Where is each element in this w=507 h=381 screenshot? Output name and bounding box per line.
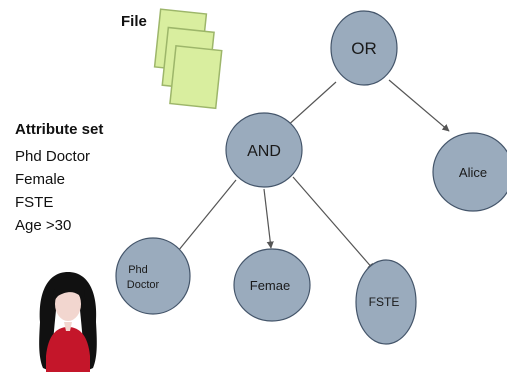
node-and: AND — [225, 112, 303, 188]
stacked-documents-icon — [153, 8, 223, 110]
leaf-phd-label-line2: Doctor — [127, 279, 160, 291]
node-or-label: OR — [351, 39, 377, 58]
node-alice: Alice — [432, 132, 507, 212]
woman-user-icon — [39, 272, 97, 372]
leaf-female-label: Femae — [250, 278, 290, 293]
attribute-item-phd: Phd Doctor — [15, 148, 91, 165]
leaf-fste-label: FSTE — [369, 295, 400, 309]
file-label: File — [121, 13, 147, 30]
attribute-item-fste: FSTE — [15, 194, 54, 211]
node-alice-label: Alice — [459, 165, 487, 180]
attribute-item-age: Age >30 — [15, 217, 72, 234]
leaf-phd-doctor: Phd Doctor — [115, 237, 191, 315]
edge-or-to-and — [284, 81, 337, 129]
leaf-phd-label-line1: Phd — [128, 264, 148, 276]
edge-and-to-fste — [292, 176, 375, 271]
leaf-female: Femae — [233, 248, 311, 322]
leaf-fste: FSTE — [355, 259, 417, 345]
attribute-set-list: Phd Doctor Female FSTE Age >30 — [15, 145, 90, 237]
edge-and-to-female — [263, 188, 274, 249]
attribute-set-title: Attribute set — [15, 121, 104, 138]
attribute-item-female: Female — [15, 171, 66, 188]
document-sheet-front — [169, 44, 223, 110]
node-or: OR — [330, 10, 398, 86]
node-and-label: AND — [247, 143, 281, 160]
edge-or-to-alice — [388, 79, 450, 132]
